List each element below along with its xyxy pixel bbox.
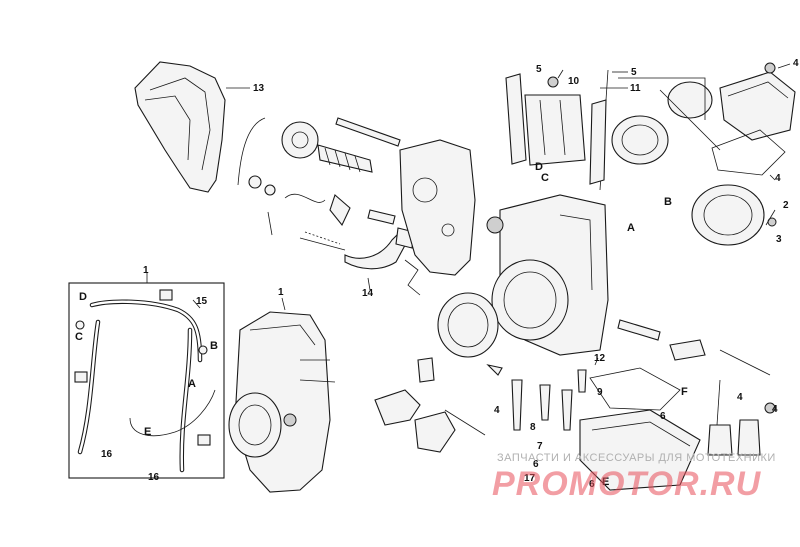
letter-c-inset: C (75, 331, 83, 343)
part-right-jets (707, 379, 776, 456)
letter-markers: A B C D E A B C D E F (75, 161, 688, 488)
callout-13: 13 (253, 83, 265, 94)
callout-3: 3 (776, 234, 782, 245)
part-carb-body-main (437, 194, 609, 358)
callout-5-a: 5 (536, 64, 542, 75)
callout-1-body: 1 (278, 287, 284, 298)
part-11-needle (589, 69, 609, 191)
callout-17: 17 (524, 473, 536, 484)
watermark-logo: PROMOTOR.RU (492, 465, 762, 503)
letter-f-main: F (681, 386, 688, 398)
letter-d-main: D (535, 161, 543, 173)
watermark-tagline: ЗАПЧАСТИ И АКСЕССУАРЫ ДЛЯ МОТОТЕХНИКИ (497, 452, 776, 464)
callout-10: 10 (568, 76, 580, 87)
callout-2: 2 (783, 200, 789, 211)
part-choke-lever (374, 357, 503, 453)
hose-kit-inset (68, 272, 225, 479)
letter-c-main: C (541, 172, 549, 184)
callout-6-c: 6 (589, 479, 595, 490)
leader-lines (192, 63, 791, 366)
callout-4-right: 4 (775, 173, 781, 184)
part-4-top-cover (719, 62, 796, 141)
callout-15: 15 (196, 296, 208, 307)
callout-5-b: 5 (631, 67, 637, 78)
part-10-slide (505, 73, 586, 166)
part-cable-loop (237, 117, 401, 186)
part-gasket (711, 129, 786, 176)
callout-6-a: 6 (660, 411, 666, 422)
callout-8: 8 (530, 422, 536, 433)
part-13-cover (134, 61, 226, 193)
callout-1-top: 1 (143, 265, 149, 276)
callout-11: 11 (630, 83, 641, 94)
letter-b-main: B (664, 196, 672, 208)
callout-4-low2: 4 (737, 392, 743, 403)
callout-14: 14 (362, 288, 374, 299)
part-jets-row (511, 369, 587, 431)
callout-4-low3: 4 (772, 404, 778, 415)
letter-a-inset: A (188, 378, 196, 390)
letter-e-inset: E (144, 426, 151, 438)
callout-4-low1: 4 (494, 405, 500, 416)
callout-4-top: 4 (793, 58, 799, 69)
letter-a-main: A (627, 222, 635, 234)
letter-e-main: E (602, 476, 609, 488)
part-2-chamber (691, 184, 777, 246)
part-1-assembled-carburetor (228, 311, 336, 493)
part-mounting-plate (399, 139, 476, 296)
callout-12: 12 (594, 353, 606, 364)
part-intake-rings (611, 77, 721, 165)
part-14-hose (299, 227, 415, 270)
letter-b-inset: B (210, 340, 218, 352)
callout-numbers: 1 1 2 3 4 4 4 4 4 5 5 6 6 6 7 8 9 10 11 … (101, 58, 799, 490)
callout-16-a: 16 (101, 449, 113, 460)
callout-7: 7 (537, 441, 543, 452)
part-small-fasteners (248, 175, 396, 236)
part-float-bowl (579, 367, 701, 491)
letter-d-inset: D (79, 291, 87, 303)
part-screw-f (617, 319, 771, 376)
callout-16-b: 16 (148, 472, 160, 483)
callout-6-b: 6 (533, 459, 539, 470)
callout-9: 9 (597, 387, 603, 398)
